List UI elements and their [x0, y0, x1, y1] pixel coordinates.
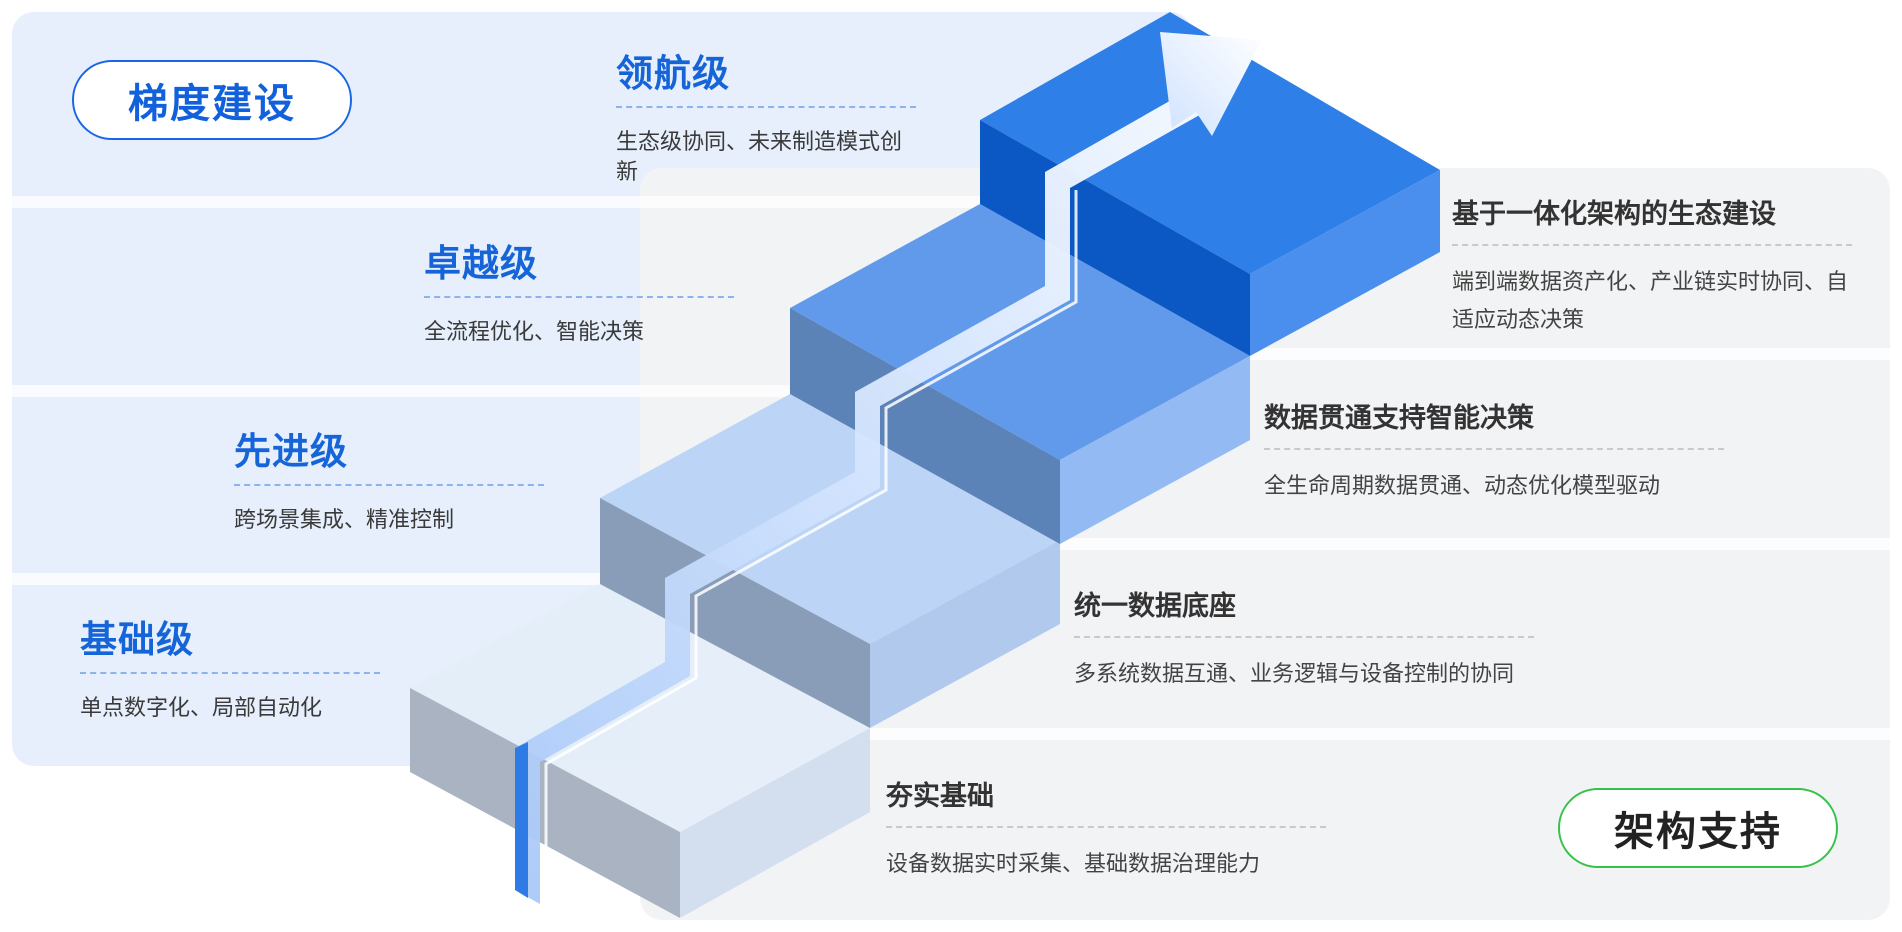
arch-desc: 设备数据实时采集、基础数据治理能力 [886, 852, 1261, 877]
dashed-divider [616, 106, 916, 108]
arch-data-decision: 数据贯通支持智能决策 全生命周期数据贯通、动态优化模型驱动 [1264, 402, 1724, 506]
level-pilot: 领航级 生态级协同、未来制造模式创新 [616, 52, 916, 188]
level-desc: 单点数字化、局部自动化 [80, 696, 323, 721]
level-desc: 生态级协同、未来制造模式创新 [616, 130, 903, 185]
arch-foundation: 夯实基础 设备数据实时采集、基础数据治理能力 [886, 780, 1326, 884]
level-advanced: 先进级 跨场景集成、精准控制 [234, 430, 544, 536]
arch-ecosystem: 基于一体化架构的生态建设 端到端数据资产化、产业链实时协同、自适应动态决策 [1452, 198, 1852, 340]
panel-divider [12, 385, 792, 397]
arch-title: 夯实基础 [886, 781, 994, 812]
arch-desc: 多系统数据互通、业务逻辑与设备控制的协同 [1074, 662, 1515, 687]
arch-title: 统一数据底座 [1074, 591, 1236, 622]
level-title: 先进级 [234, 430, 348, 473]
dashed-divider [886, 826, 1326, 828]
dashed-divider [1074, 636, 1534, 638]
arch-desc: 全生命周期数据贯通、动态优化模型驱动 [1264, 474, 1661, 499]
dashed-divider [424, 296, 734, 298]
dashed-divider [1264, 448, 1724, 450]
panel-divider [1100, 348, 1890, 360]
dashed-divider [1452, 244, 1852, 246]
level-title: 基础级 [80, 618, 194, 661]
architecture-support-badge: 架构支持 [1558, 788, 1838, 868]
gradient-construction-badge: 梯度建设 [72, 60, 352, 140]
panel-divider [960, 538, 1890, 550]
dashed-divider [234, 484, 544, 486]
panel-divider [12, 573, 612, 585]
growth-arrow [515, 32, 1262, 904]
stair-step-advanced [600, 394, 1060, 728]
dashed-divider [80, 672, 380, 674]
arch-title: 数据贯通支持智能决策 [1264, 403, 1534, 434]
level-desc: 全流程优化、智能决策 [424, 320, 645, 345]
arch-desc: 端到端数据资产化、产业链实时协同、自适应动态决策 [1452, 270, 1849, 333]
arch-title: 基于一体化架构的生态建设 [1452, 199, 1776, 230]
level-basic: 基础级 单点数字化、局部自动化 [80, 618, 380, 724]
level-title: 领航级 [616, 52, 730, 95]
level-desc: 跨场景集成、精准控制 [234, 508, 455, 533]
arch-data-foundation: 统一数据底座 多系统数据互通、业务逻辑与设备控制的协同 [1074, 590, 1534, 694]
panel-divider [860, 728, 1890, 740]
panel-divider [12, 196, 1012, 208]
level-excellent: 卓越级 全流程优化、智能决策 [424, 242, 734, 348]
level-title: 卓越级 [424, 242, 538, 285]
